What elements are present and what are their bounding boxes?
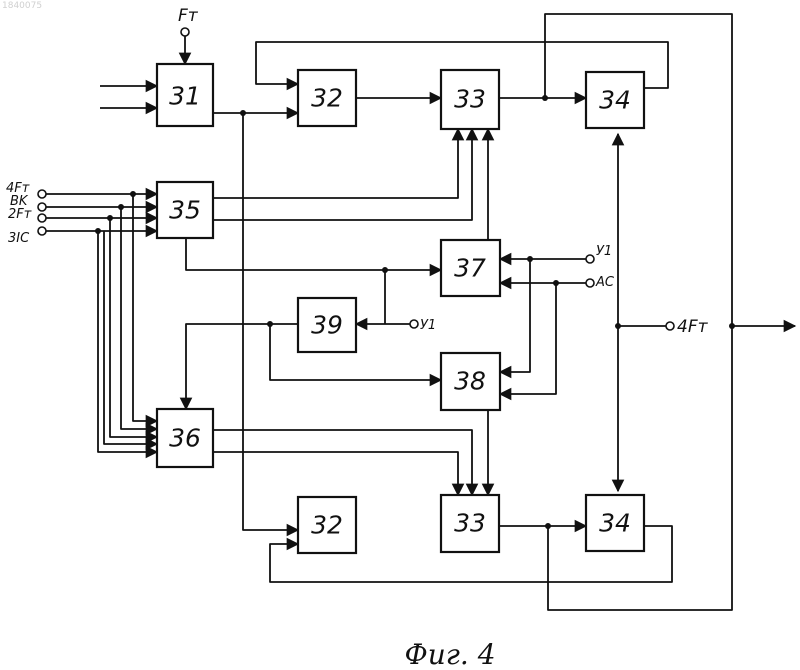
junction-dot — [267, 321, 273, 327]
block-33-bottom-label: 33 — [454, 509, 486, 538]
wire-top-loop — [545, 14, 732, 326]
terminal-y1-right — [586, 255, 594, 263]
wire-35-to-37 — [186, 238, 441, 270]
label-fr-top: Fт — [178, 6, 199, 26]
block-34-top: 34 — [586, 72, 644, 128]
junction-dot — [527, 256, 533, 262]
block-37: 37 — [441, 240, 500, 296]
junction-dot — [382, 267, 388, 273]
label-4f-out: 4Fт — [677, 317, 709, 337]
terminal-fr — [181, 28, 189, 36]
block-39: 39 — [298, 298, 356, 352]
junction-dot — [553, 280, 559, 286]
terminal-4f-out — [666, 322, 674, 330]
wire-bk-to-36 — [121, 207, 157, 429]
wire-3ic-to-36 — [98, 231, 157, 452]
terminal-labels: Fт 4Fт BK 2Fт 3IC У1 AC У1 4Fт — [6, 6, 709, 337]
junction-dot — [542, 95, 548, 101]
block-35: 35 — [157, 182, 213, 238]
blocks: 31 32 33 34 35 37 39 38 36 32 33 34 — [157, 64, 644, 553]
label-ac: AC — [595, 275, 615, 290]
block-31-label: 31 — [169, 82, 201, 111]
junction-dot — [95, 228, 101, 234]
wire-39-to-36 — [186, 324, 298, 409]
terminal-2f — [38, 214, 46, 222]
terminal-3ic — [38, 227, 46, 235]
wire-35-to-33a-2 — [213, 129, 472, 220]
block-34-bottom-label: 34 — [599, 509, 631, 538]
block-32-top: 32 — [298, 70, 356, 126]
junction-dot — [615, 323, 621, 329]
block-36: 36 — [157, 409, 213, 467]
block-34-bottom: 34 — [586, 495, 644, 551]
block-31: 31 — [157, 64, 213, 126]
label-y1-right: У1 — [596, 244, 612, 259]
label-y1-mid: У1 — [420, 318, 436, 333]
wire-36-to-33b-1 — [213, 430, 472, 495]
terminal-y1-mid — [410, 320, 418, 328]
block-34-top-label: 34 — [599, 86, 631, 115]
block-38: 38 — [441, 353, 500, 410]
block-36-label: 36 — [169, 424, 201, 453]
junction-dot — [545, 523, 551, 529]
junction-dot — [107, 215, 113, 221]
block-32-bottom: 32 — [298, 497, 356, 553]
wire-y1-to-38 — [500, 259, 530, 372]
block-37-label: 37 — [454, 254, 486, 283]
wire-3ic-alt-to-36 — [104, 231, 157, 444]
junction-dot — [118, 204, 124, 210]
block-39-label: 39 — [311, 311, 343, 340]
label-left-input-3: 2Fт — [8, 207, 32, 222]
wire-4f-to-36 — [133, 194, 157, 421]
block-33-top-label: 33 — [454, 85, 486, 114]
block-33-top: 33 — [441, 70, 499, 129]
junction-dot — [240, 110, 246, 116]
block-32-bottom-label: 32 — [311, 511, 343, 540]
junction-dot — [729, 323, 735, 329]
junction-dot — [130, 191, 136, 197]
wire-bottom-loop — [548, 326, 732, 610]
wire-ac-to-38 — [500, 283, 556, 394]
block-33-bottom: 33 — [441, 495, 499, 552]
figure-caption: Фиг. 4 — [404, 638, 495, 670]
terminal-4f — [38, 190, 46, 198]
label-left-input-4: 3IC — [8, 231, 30, 246]
block-35-label: 35 — [169, 196, 201, 225]
wire-35-to-33a-1 — [213, 129, 458, 198]
document-number: 1840075 — [2, 1, 42, 11]
wire-36-to-33b-2 — [213, 452, 458, 495]
terminal-ac — [586, 279, 594, 287]
block-38-label: 38 — [454, 367, 486, 396]
terminal-bk — [38, 203, 46, 211]
block-32-top-label: 32 — [311, 84, 343, 113]
